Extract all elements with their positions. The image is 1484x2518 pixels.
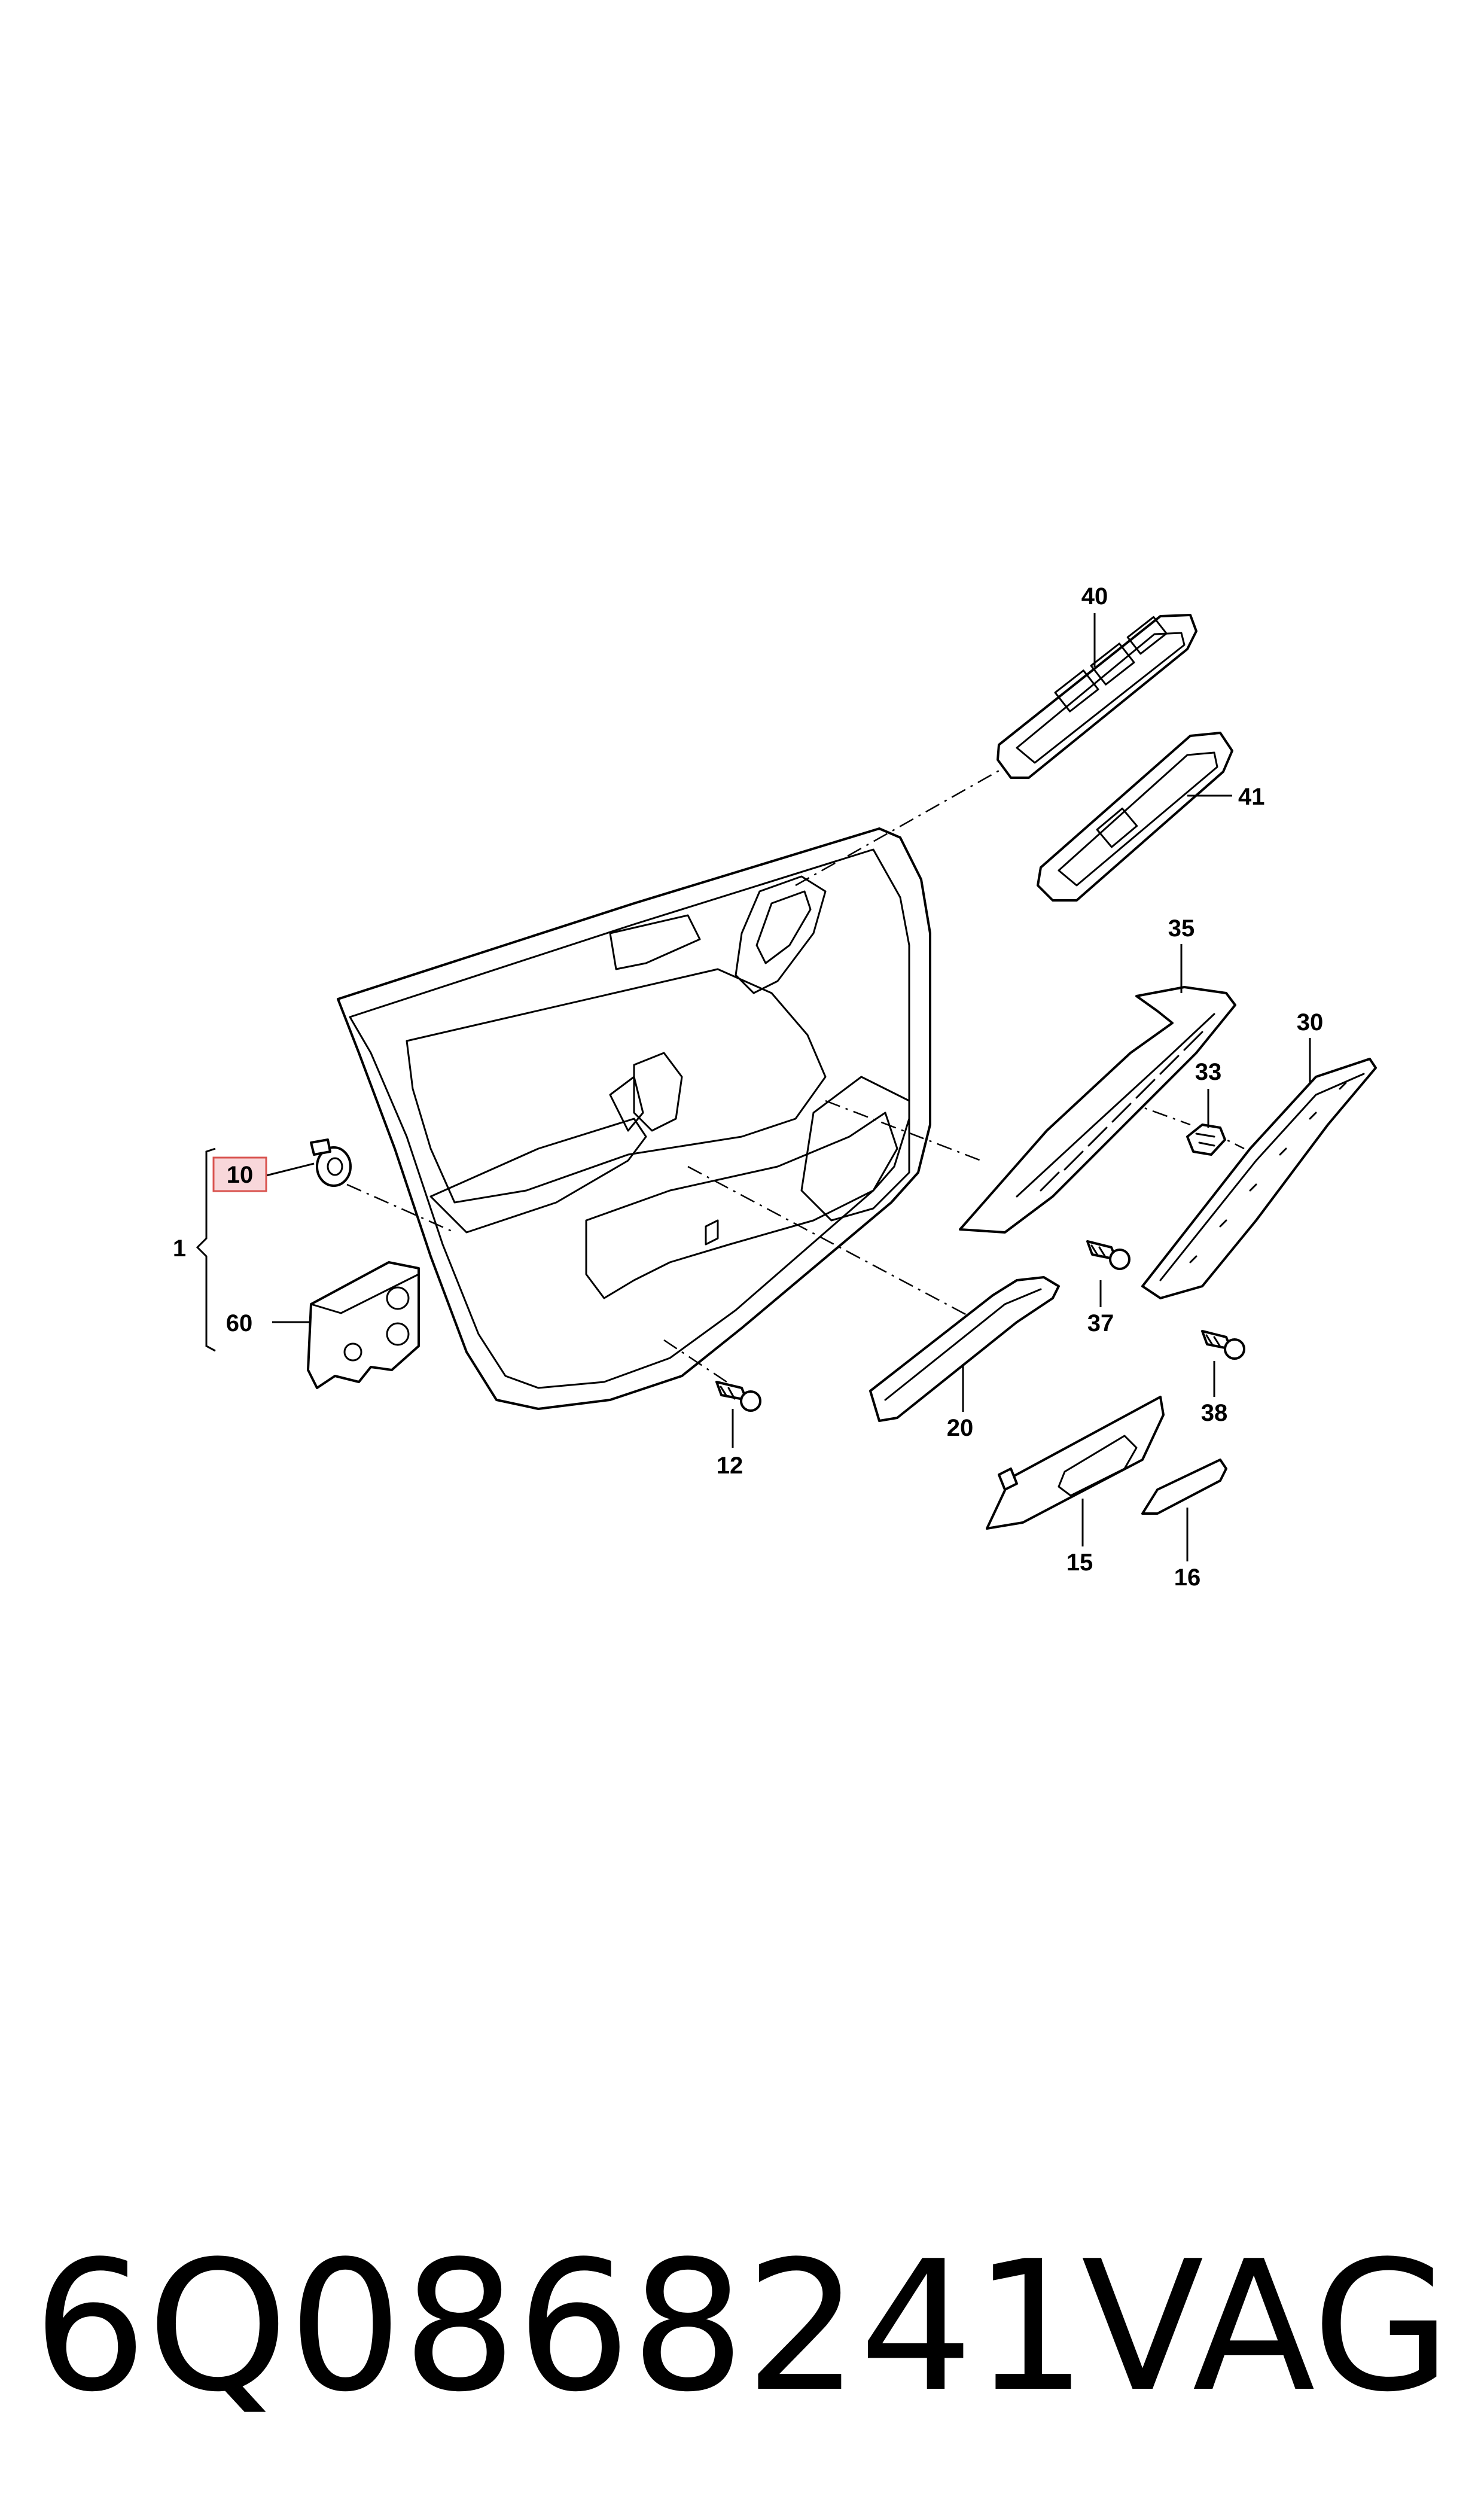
highlight-box xyxy=(212,1156,267,1192)
leader-lines xyxy=(196,613,1311,1561)
callout-60: 60 xyxy=(226,1310,253,1336)
callout-20: 20 xyxy=(947,1415,974,1441)
callout-40: 40 xyxy=(1081,583,1108,610)
part-35-armrest-trim xyxy=(959,986,1236,1234)
callout-35: 35 xyxy=(1168,915,1195,942)
callout-1: 1 xyxy=(173,1235,186,1262)
callout-12: 12 xyxy=(717,1453,743,1479)
part-41-window-switch-panel xyxy=(1037,732,1233,902)
part-38-screw xyxy=(1201,1330,1245,1360)
part-60-bracket xyxy=(307,1261,420,1389)
callout-30: 30 xyxy=(1297,1009,1324,1036)
part-37-screw xyxy=(1086,1240,1130,1270)
callout-38: 38 xyxy=(1201,1400,1228,1426)
part-33-clip xyxy=(1186,1123,1226,1156)
assembly-lines xyxy=(346,753,1245,1389)
part-number: 6Q0868241 xyxy=(33,2222,1088,2431)
callout-33: 33 xyxy=(1195,1059,1222,1085)
callout-10: 10 xyxy=(227,1162,254,1188)
part-30-trim-strip xyxy=(1141,1058,1377,1299)
callout-15: 15 xyxy=(1066,1549,1093,1576)
callout-16: 16 xyxy=(1174,1564,1201,1591)
brand-name: VAG xyxy=(1081,2222,1451,2431)
part-15-handle-cover xyxy=(986,1396,1165,1530)
part-10-trim-clip xyxy=(310,1138,352,1187)
callout-41: 41 xyxy=(1238,784,1265,810)
part-12-screw xyxy=(715,1381,761,1412)
part-40-window-switch-panel xyxy=(997,614,1197,779)
door-trim-panel xyxy=(337,827,931,1410)
part-20-pull-strip xyxy=(869,1276,1060,1422)
callout-labels: 40 41 35 30 33 37 38 12 20 15 16 1 60 10 xyxy=(173,583,1323,1591)
callout-37: 37 xyxy=(1087,1310,1114,1336)
part-16-insert xyxy=(1141,1459,1227,1515)
